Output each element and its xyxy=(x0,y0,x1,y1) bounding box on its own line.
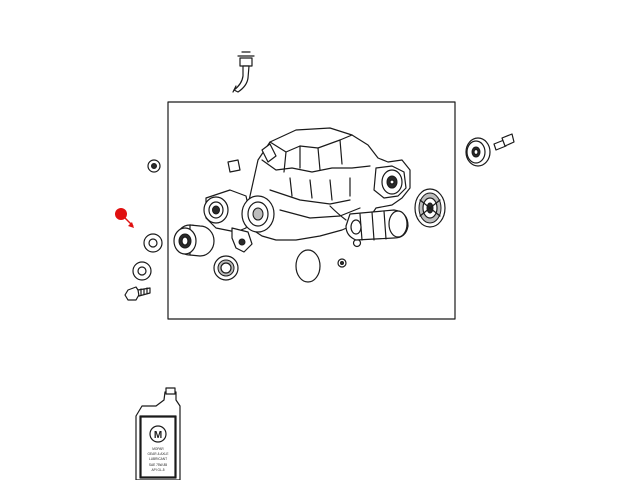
plug-part-1[interactable] xyxy=(337,258,347,268)
drive-flange-part[interactable] xyxy=(414,188,446,228)
washer-part-2[interactable] xyxy=(132,261,152,281)
bolt-part[interactable] xyxy=(124,286,151,301)
callout-indicator xyxy=(115,208,134,228)
bottle-brand-mark: M xyxy=(154,430,162,441)
washer-part-1[interactable] xyxy=(143,233,163,253)
plug-part-2[interactable] xyxy=(352,238,362,248)
small-nut-part[interactable] xyxy=(147,159,161,173)
bottle-label-line-2: GEAR & AXLE xyxy=(148,452,169,456)
pinion-bolt-part[interactable] xyxy=(493,133,515,151)
bushing-part[interactable] xyxy=(173,224,215,257)
mopar-logo: M xyxy=(149,425,167,443)
vent-tube-part[interactable] xyxy=(232,51,255,93)
differential-housing[interactable] xyxy=(203,127,411,253)
seal-part[interactable] xyxy=(213,255,239,281)
o-ring-part[interactable] xyxy=(295,249,321,283)
pinion-flange-part[interactable] xyxy=(465,137,491,167)
bottle-label-line-5: API GL-5 xyxy=(151,468,164,472)
bottle-label-line-1: MOPAR xyxy=(152,447,164,451)
assembly-frame xyxy=(167,101,456,320)
bottle-label-line-3: LUBRICANT xyxy=(149,457,167,461)
gear-oil-bottle[interactable]: M MOPAR GEAR & AXLE LUBRICANT SAE 75W-85… xyxy=(135,387,181,480)
bottle-label-line-4: SAE 75W-85 xyxy=(149,463,168,467)
